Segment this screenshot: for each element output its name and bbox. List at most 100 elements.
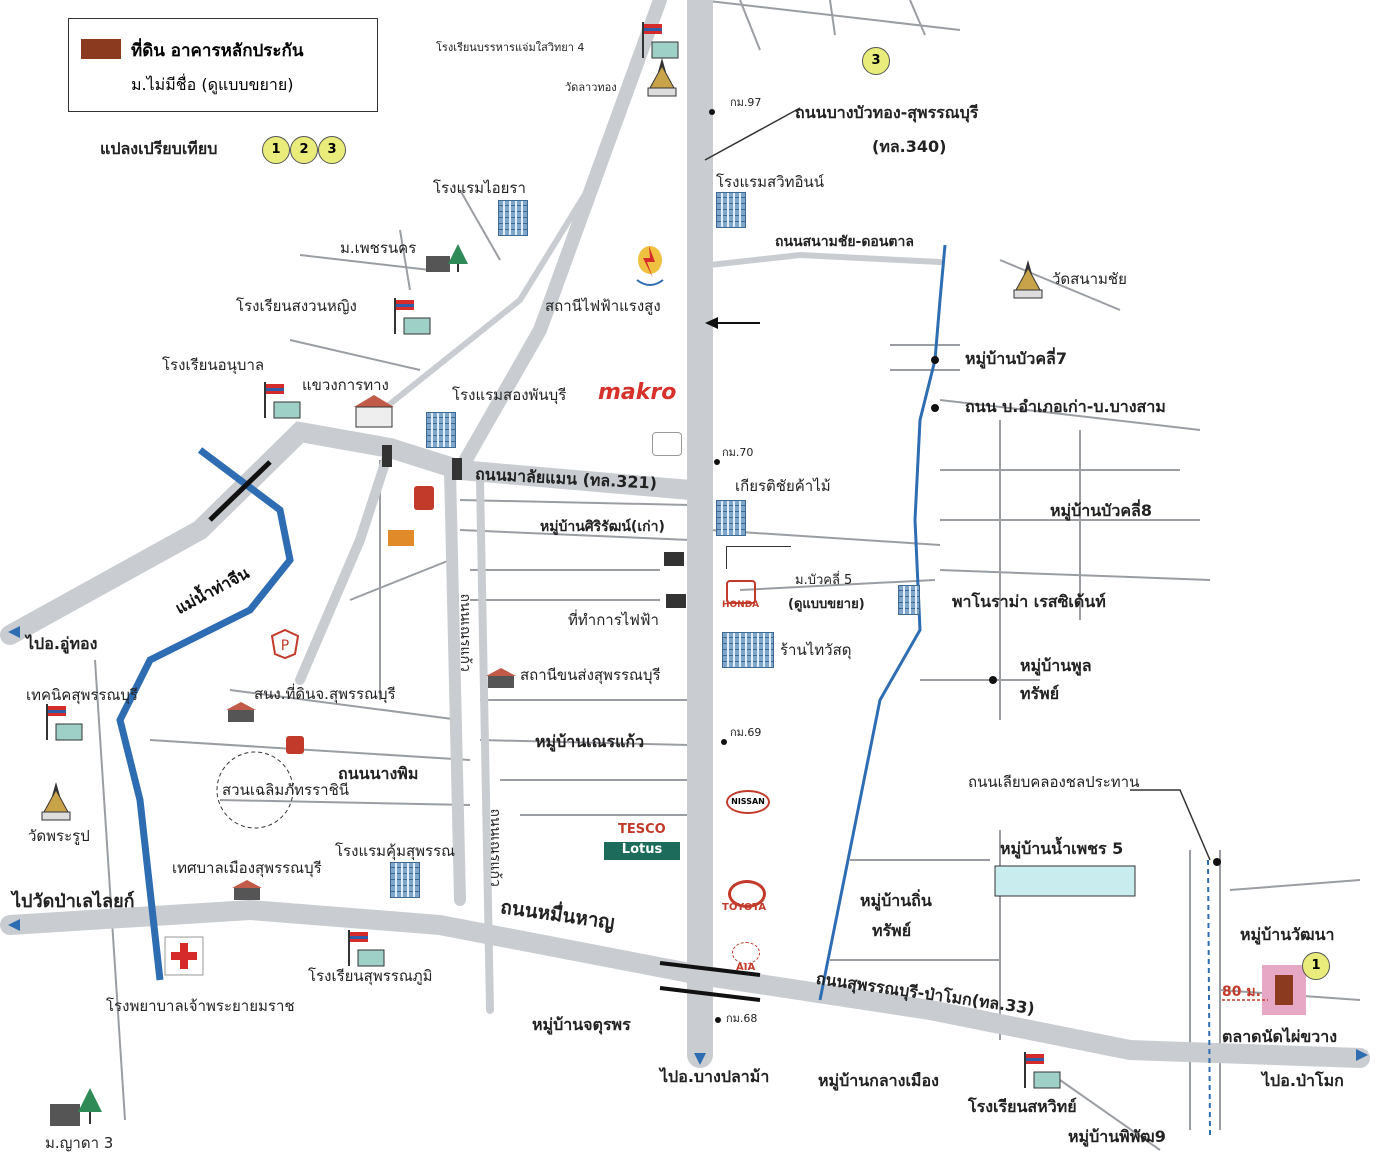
bank-icon [388, 530, 414, 546]
village-icon [50, 1088, 102, 1126]
municipality-icon [232, 880, 262, 900]
km-68: กม.68 [726, 1012, 758, 1025]
place-park: สวนเฉลิมภัทรราชินี [222, 781, 350, 799]
brand-aia: AIA [736, 962, 756, 973]
aia-icon [732, 942, 760, 964]
place-municipality: เทศบาลเมืองสุพรรณบุรี [172, 859, 322, 877]
place-kiat: เกียรติชัยค้าไม้ [735, 477, 831, 495]
brand-nissan: NISSAN [726, 790, 770, 814]
svg-text:P: P [281, 638, 289, 654]
road-canal: ถนนเลียบคลองชลประทาน [968, 773, 1140, 791]
brand-makro: makro [598, 380, 677, 405]
road-nenkaew-1: ถนนเณรแก้ว [456, 593, 473, 672]
brand-lotus: Lotus [604, 842, 680, 860]
place-siriratana: หมู่บ้านศิริรัฒน์(เก่า) [540, 519, 665, 535]
road-bangbuathong-code: (ทล.340) [872, 137, 947, 156]
place-school-suphanphum: โรงเรียนสุพรรณภูมิ [308, 967, 433, 985]
school-icon [264, 382, 301, 419]
office-icon [354, 395, 394, 428]
place-land-office: สนง.ที่ดินจ.สุพรรณบุรี [254, 685, 396, 703]
power-station-icon [636, 246, 664, 286]
compare-marker-1: 1 [1302, 952, 1330, 980]
school-icon [348, 930, 385, 967]
distance-label: 80 ม. [1222, 984, 1261, 1000]
place-m-buakhli5: ม.บัวคลี่ 5 [795, 573, 853, 588]
bridge [208, 460, 272, 522]
place-wat-phrarup: วัดพระรูป [28, 827, 90, 845]
mazda-icon [652, 432, 682, 456]
hotel-icon [498, 200, 528, 236]
legend-collateral: ที่ดิน อาคารหลักประกัน [131, 41, 304, 61]
compare-marker-3: 3 [862, 47, 890, 75]
store-icon [722, 632, 774, 668]
park-outline [216, 751, 294, 829]
bridge [659, 961, 761, 977]
bus-station-icon [486, 668, 516, 688]
compare-circle-1: 1 [262, 136, 290, 164]
place-market: ตลาดนัดไผ่ขวาง [1222, 1027, 1338, 1046]
place-hotel-sawit: โรงแรมสวิทอินน์ [716, 173, 825, 191]
land-office-icon [226, 702, 256, 722]
compare-circle-2: 2 [290, 136, 318, 164]
bank-icon [286, 736, 304, 754]
temple-icon [41, 782, 71, 821]
school-icon [1024, 1052, 1061, 1089]
place-wat-palelai: ไปวัดป่าเลไลยก์ [12, 891, 135, 912]
major-roads [0, 0, 1370, 1068]
km-69: กม.69 [730, 726, 762, 739]
road-nenkaew-2: ถนนเณรแก้ว [486, 808, 503, 887]
school-icon [394, 298, 431, 335]
road-nangphim: ถนนนางพิม [338, 764, 419, 783]
shop-icon [664, 552, 684, 566]
place-hotel-songphan: โรงแรมสองพันบุรี [452, 386, 567, 404]
apartment-icon [898, 585, 920, 615]
brand-honda: HONDA [722, 600, 760, 610]
place-phiphat9: หมู่บ้านพิพัฒ9 [1068, 1127, 1166, 1146]
temple-icon [1013, 260, 1043, 299]
hotel-icon [390, 862, 420, 898]
hotel-icon [716, 192, 746, 228]
place-panorama: พาโนราม่า เรสซิเด้นท์ [952, 592, 1106, 611]
bank-icon [414, 486, 434, 510]
canal-dashed [1207, 859, 1211, 1136]
place-school-sahawit: โรงเรียนสหวิทย์ [968, 1097, 1077, 1116]
collateral-swatch [81, 39, 121, 59]
village-outline [726, 546, 791, 569]
place-thaivat: ร้านไทวัสดุ [780, 641, 852, 659]
place-electricity: ที่ทำการไฟฟ้า [568, 611, 659, 629]
place-thinsap2: ทรัพย์ [872, 921, 912, 940]
place-wattana: หมู่บ้านวัฒนา [1240, 925, 1335, 944]
place-m-buakhli5-sub: (ดูแบบขยาย) [788, 597, 865, 612]
bridge [659, 986, 761, 1002]
road-bangbuathong: ถนนบางบัวทอง-สุพรรณบุรี [795, 103, 979, 122]
km-70: กม.70 [722, 446, 754, 459]
toyota-icon [728, 880, 766, 908]
place-phunsap: หมู่บ้านพูล [1020, 656, 1092, 675]
legend-compare-label: แปลงเปรียบเทียบ [100, 139, 218, 158]
temple-icon [647, 58, 677, 97]
road-old-district: ถนน บ.อำเภอเก่า-บ.บางสาม [965, 397, 1166, 416]
namphet-block [994, 865, 1136, 897]
place-buakhli8: หมู่บ้านบัวคลี่8 [1050, 501, 1152, 520]
school-icon [642, 22, 679, 59]
place-school-anuban: โรงเรียนอนุบาล [162, 356, 265, 374]
police-icon: P [270, 628, 300, 660]
place-hotel-oyra: โรงแรมไอยรา [433, 179, 526, 197]
place-to-bangplama: ไปอ.บางปลาม้า [660, 1067, 770, 1086]
canal-line [818, 244, 947, 1001]
legend-village: ม.ไม่มีชื่อ (ดูแบบขยาย) [131, 75, 294, 94]
hotel-icon [426, 412, 456, 448]
place-thinsap: หมู่บ้านถิ่น [860, 891, 932, 910]
place-namphet5: หมู่บ้านน้ำเพชร 5 [1000, 839, 1124, 858]
place-m-phet: ม.เพชรนคร [340, 239, 417, 257]
place-wat-sanamchai: วัดสนามชัย [1052, 270, 1127, 288]
place-school-songwan: โรงเรียนสงวนหญิง [236, 297, 357, 315]
shop-icon [666, 594, 686, 608]
place-klangmuang: หมู่บ้านกลางเมือง [818, 1071, 939, 1090]
place-chaturaphon: หมู่บ้านจตุรพร [532, 1015, 631, 1034]
place-to-pamok: ไปอ.ป่าโมก [1262, 1071, 1344, 1090]
place-technic: เทคนิคสุพรรณบุรี [26, 686, 138, 704]
place-hospital: โรงพยาบาลเจ้าพระยายมราช [106, 997, 295, 1015]
place-wat-lao: วัดลาวทอง [565, 81, 617, 94]
